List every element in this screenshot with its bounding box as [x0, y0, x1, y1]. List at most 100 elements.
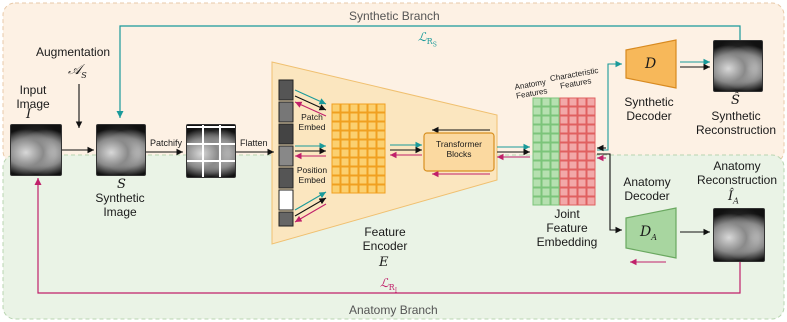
anatomy-feature-cell	[541, 124, 551, 134]
token-cell	[358, 175, 368, 185]
token-cell	[340, 157, 350, 167]
anatomy-feature-cell	[532, 160, 542, 170]
token-cell	[340, 184, 350, 194]
characteristic-feature-cell	[586, 106, 596, 116]
patchified-image-thumb	[186, 124, 236, 178]
token-cell	[367, 148, 377, 158]
input-image-symbol: I	[26, 107, 32, 122]
characteristic-feature-cell	[568, 142, 578, 152]
token-cell	[376, 166, 386, 176]
characteristic-feature-cell	[586, 169, 596, 179]
characteristic-feature-cell	[577, 133, 587, 143]
token-cell	[367, 139, 377, 149]
token-cell	[367, 157, 377, 167]
feature-encoder-symbol: E	[379, 255, 389, 270]
characteristic-feature-cell	[577, 169, 587, 179]
characteristic-feature-cell	[568, 187, 578, 197]
anatomy-feature-cell	[550, 151, 560, 161]
token-cell	[331, 184, 341, 194]
characteristic-feature-cell	[586, 124, 596, 134]
token-cell	[367, 121, 377, 131]
characteristic-feature-cell	[577, 142, 587, 152]
token-grid	[331, 103, 386, 194]
anatomy-feature-cell	[532, 169, 542, 179]
token-cell	[376, 139, 386, 149]
characteristic-feature-cell	[586, 160, 596, 170]
characteristic-feature-cell	[559, 187, 569, 197]
token-cell	[358, 139, 368, 149]
synthetic-reconstruction-title: Synthetic Reconstruction	[695, 109, 777, 137]
anatomy-feature-cell	[532, 142, 542, 152]
token-cell	[340, 103, 350, 113]
characteristic-feature-cell	[577, 178, 587, 188]
anatomy-feature-cell	[541, 187, 551, 197]
anatomy-decoder-shape	[625, 207, 677, 259]
synthetic-reconstruction-symbol: Ŝ	[731, 93, 740, 108]
token-cell	[349, 112, 359, 122]
token-cell	[349, 121, 359, 131]
synthetic-branch-label: Synthetic Branch	[349, 9, 440, 23]
anatomy-feature-cell	[550, 187, 560, 197]
anatomy-feature-cell	[532, 124, 542, 134]
token-cell	[349, 103, 359, 113]
anatomy-feature-cell	[541, 142, 551, 152]
characteristic-feature-cell	[577, 160, 587, 170]
characteristic-feature-cell	[568, 133, 578, 143]
token-cell	[349, 130, 359, 140]
anatomy-feature-cell	[532, 151, 542, 161]
anatomy-feature-cell	[532, 178, 542, 188]
token-cell	[376, 175, 386, 185]
anatomy-reconstruction-thumb	[713, 208, 765, 262]
token-cell	[367, 112, 377, 122]
token-cell	[367, 184, 377, 194]
flattened-patches	[278, 79, 294, 227]
synthetic-decoder-title: Synthetic Decoder	[624, 95, 674, 123]
characteristic-feature-cell	[577, 151, 587, 161]
anatomy-loss-path	[34, 178, 741, 294]
characteristic-feature-cell	[559, 142, 569, 152]
anatomy-feature-cell	[541, 151, 551, 161]
anatomy-feature-cell	[541, 169, 551, 179]
token-cell	[331, 166, 341, 176]
augmentation-symbol: 𝒜S	[68, 62, 87, 80]
characteristic-feature-cell	[568, 97, 578, 107]
characteristic-feature-cell	[559, 169, 569, 179]
token-cell	[358, 166, 368, 176]
token-cell	[376, 148, 386, 158]
anatomy-feature-cell	[541, 106, 551, 116]
characteristic-feature-cell	[577, 196, 587, 206]
anatomy-reconstruction-title: Anatomy Reconstruction	[696, 159, 778, 187]
anatomy-loss-label: ℒRI	[380, 276, 398, 295]
token-cell	[340, 112, 350, 122]
anatomy-feature-cell	[532, 106, 542, 116]
token-cell	[349, 184, 359, 194]
characteristic-feature-cell	[568, 160, 578, 170]
anatomy-feature-cell	[550, 169, 560, 179]
characteristic-feature-cell	[568, 115, 578, 125]
token-cell	[358, 148, 368, 158]
characteristic-feature-cell	[568, 196, 578, 206]
embed-to-anatomy-decoder	[597, 153, 622, 234]
joint-embedding-title: Joint Feature Embedding	[536, 207, 598, 249]
token-cell	[358, 184, 368, 194]
characteristic-feature-cell	[586, 196, 596, 206]
token-cell	[376, 157, 386, 167]
synthetic-loss-label: ℒRS	[418, 30, 437, 49]
characteristic-feature-cell	[577, 97, 587, 107]
anatomy-feature-cell	[550, 142, 560, 152]
anatomy-decoder-symbol: DA	[640, 224, 658, 242]
synthetic-image-title: Synthetic Image	[95, 191, 145, 219]
characteristic-feature-cell	[586, 142, 596, 152]
token-cell	[349, 166, 359, 176]
anatomy-feature-cell	[541, 115, 551, 125]
token-cell	[331, 103, 341, 113]
characteristic-feature-cell	[568, 124, 578, 134]
anatomy-feature-cell	[541, 133, 551, 143]
token-cell	[358, 112, 368, 122]
synthetic-image-thumb	[96, 124, 146, 176]
characteristic-feature-cell	[577, 106, 587, 116]
token-cell	[331, 121, 341, 131]
anatomy-branch-label: Anatomy Branch	[349, 303, 438, 317]
patch-embed-label: Patch Embed	[298, 112, 326, 132]
